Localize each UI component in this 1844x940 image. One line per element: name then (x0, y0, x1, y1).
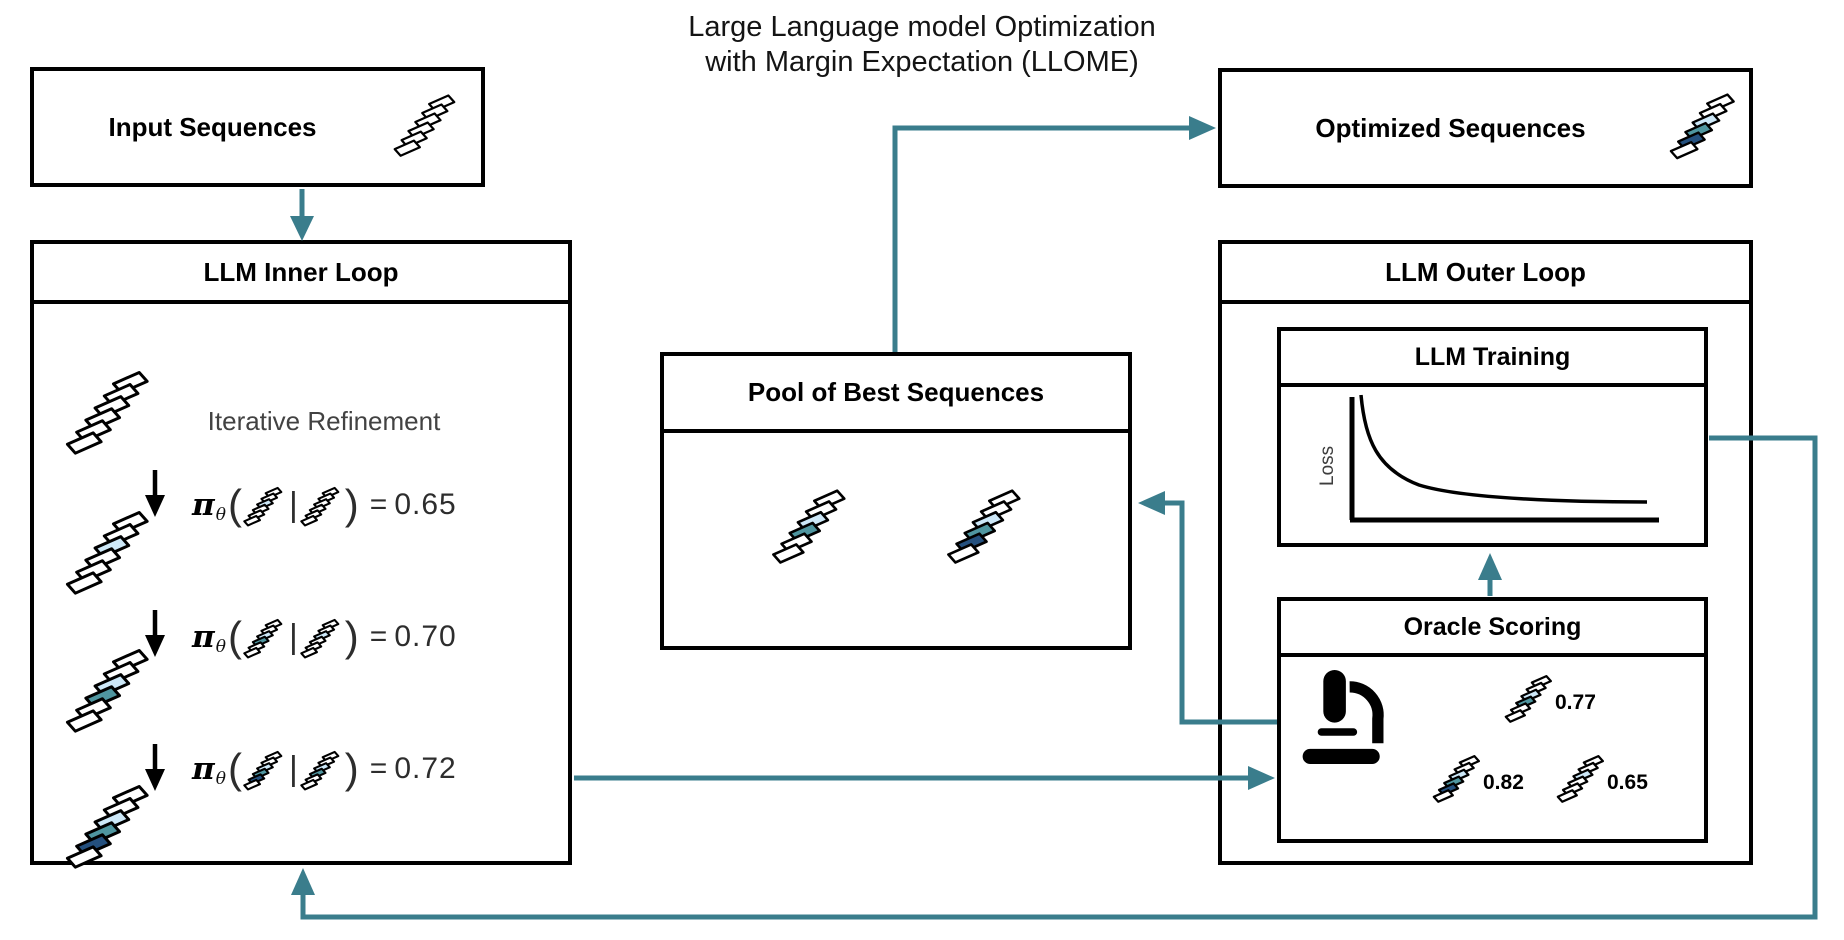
loss-curve (1359, 394, 1648, 504)
diagram-title: Large Language model Optimization with M… (462, 10, 1382, 80)
conditioning-bar: | (288, 749, 298, 788)
microscope-icon (1297, 665, 1391, 799)
pi-symbol: π (192, 619, 215, 655)
loss-plot: Loss (1281, 387, 1704, 543)
sequence-helix-icon (299, 749, 345, 799)
oracle-scoring-content: 0.77 0.82 0.65 (1281, 657, 1704, 839)
theta-subscript: θ (215, 769, 226, 789)
llm-outer-loop-box: LLM Outer Loop LLM Training Loss Oracle … (1218, 240, 1753, 865)
pool-label: Pool of Best Sequences (747, 377, 1045, 407)
open-paren: ( (227, 481, 242, 528)
llm-inner-loop-label: LLM Inner Loop (203, 256, 399, 287)
down-arrow-icon (142, 610, 168, 663)
diagram-title-line2: with Margin Expectation (LLOME) (705, 46, 1139, 78)
loss-curve-chart: Loss (1317, 394, 1659, 523)
arrow-inner-loop-to-oracle (574, 766, 1275, 790)
sequence-helix-icon (1431, 749, 1487, 817)
sequence-helix-icon (391, 87, 465, 175)
pi-symbol: π (192, 487, 215, 523)
sequence-helix-icon (242, 485, 288, 535)
theta-subscript: θ (215, 637, 226, 657)
llm-training-label: LLM Training (1414, 342, 1571, 371)
sequence-helix-icon (60, 508, 164, 612)
conditioning-bar: | (288, 485, 298, 524)
llm-training-header: LLM Training (1281, 331, 1704, 387)
oracle-score-value: 0.65 (1607, 771, 1648, 794)
sequence-helix-icon (944, 485, 1032, 581)
scored-sequence: 0.82 (1431, 749, 1551, 821)
sequence-helix-icon (769, 485, 857, 581)
oracle-scoring-header: Oracle Scoring (1281, 601, 1704, 657)
sequence-helix-icon (60, 368, 164, 472)
pi-symbol: π (192, 751, 215, 787)
scored-sequence: 0.77 (1503, 669, 1623, 741)
llm-training-box: LLM Training Loss (1277, 327, 1708, 547)
conditioning-bar: | (288, 617, 298, 656)
diagram-title-line1: Large Language model Optimization (688, 11, 1156, 43)
iterative-refinement-label: Iterative Refinement (207, 406, 441, 436)
oracle-score-value: 0.77 (1555, 691, 1596, 714)
pool-content (664, 433, 1128, 646)
likelihood-value: 0.70 (394, 620, 457, 653)
likelihood-value: 0.72 (394, 752, 457, 785)
sequence-helix-icon (1555, 749, 1611, 817)
sequence-helix-icon (60, 646, 164, 750)
arrow-pool-to-optimized (892, 116, 1216, 352)
close-paren: ) (344, 745, 359, 792)
llm-outer-loop-label: LLM Outer Loop (1385, 256, 1586, 287)
equals-sign: = (369, 488, 388, 521)
optimized-sequences-box: Optimized Sequences (1218, 68, 1753, 188)
sequence-helix-icon (1503, 669, 1559, 737)
close-paren: ) (344, 481, 359, 528)
optimized-sequences-label: Optimized Sequences (1315, 112, 1586, 143)
input-sequences-box: Input Sequences (30, 67, 485, 187)
sequence-helix-icon (242, 617, 288, 667)
theta-subscript: θ (215, 505, 226, 525)
input-sequences-label: Input Sequences (108, 111, 317, 142)
likelihood-value: 0.65 (394, 488, 457, 521)
open-paren: ( (227, 745, 242, 792)
oracle-scoring-label: Oracle Scoring (1403, 612, 1582, 641)
scored-sequence: 0.65 (1555, 749, 1675, 821)
llm-outer-loop-header: LLM Outer Loop (1222, 244, 1749, 304)
oracle-score-value: 0.82 (1483, 771, 1524, 794)
equals-sign: = (369, 620, 388, 653)
oracle-scoring-box: Oracle Scoring 0.77 0.82 (1277, 597, 1708, 843)
sequence-helix-icon (242, 749, 288, 799)
sequence-helix-icon (299, 617, 345, 667)
close-paren: ) (344, 613, 359, 660)
pool-of-best-sequences-box: Pool of Best Sequences (660, 352, 1132, 650)
sequence-helix-icon (1667, 84, 1745, 180)
loss-axis-label: Loss (1317, 446, 1338, 486)
equals-sign: = (369, 752, 388, 785)
down-arrow-icon (142, 470, 168, 523)
open-paren: ( (227, 613, 242, 660)
llm-inner-loop-header: LLM Inner Loop (34, 244, 568, 304)
arrow-input-to-inner-loop (290, 189, 314, 241)
sequence-helix-icon (60, 782, 164, 886)
down-arrow-icon (142, 744, 168, 797)
pool-header: Pool of Best Sequences (664, 356, 1128, 433)
sequence-helix-icon (299, 485, 345, 535)
